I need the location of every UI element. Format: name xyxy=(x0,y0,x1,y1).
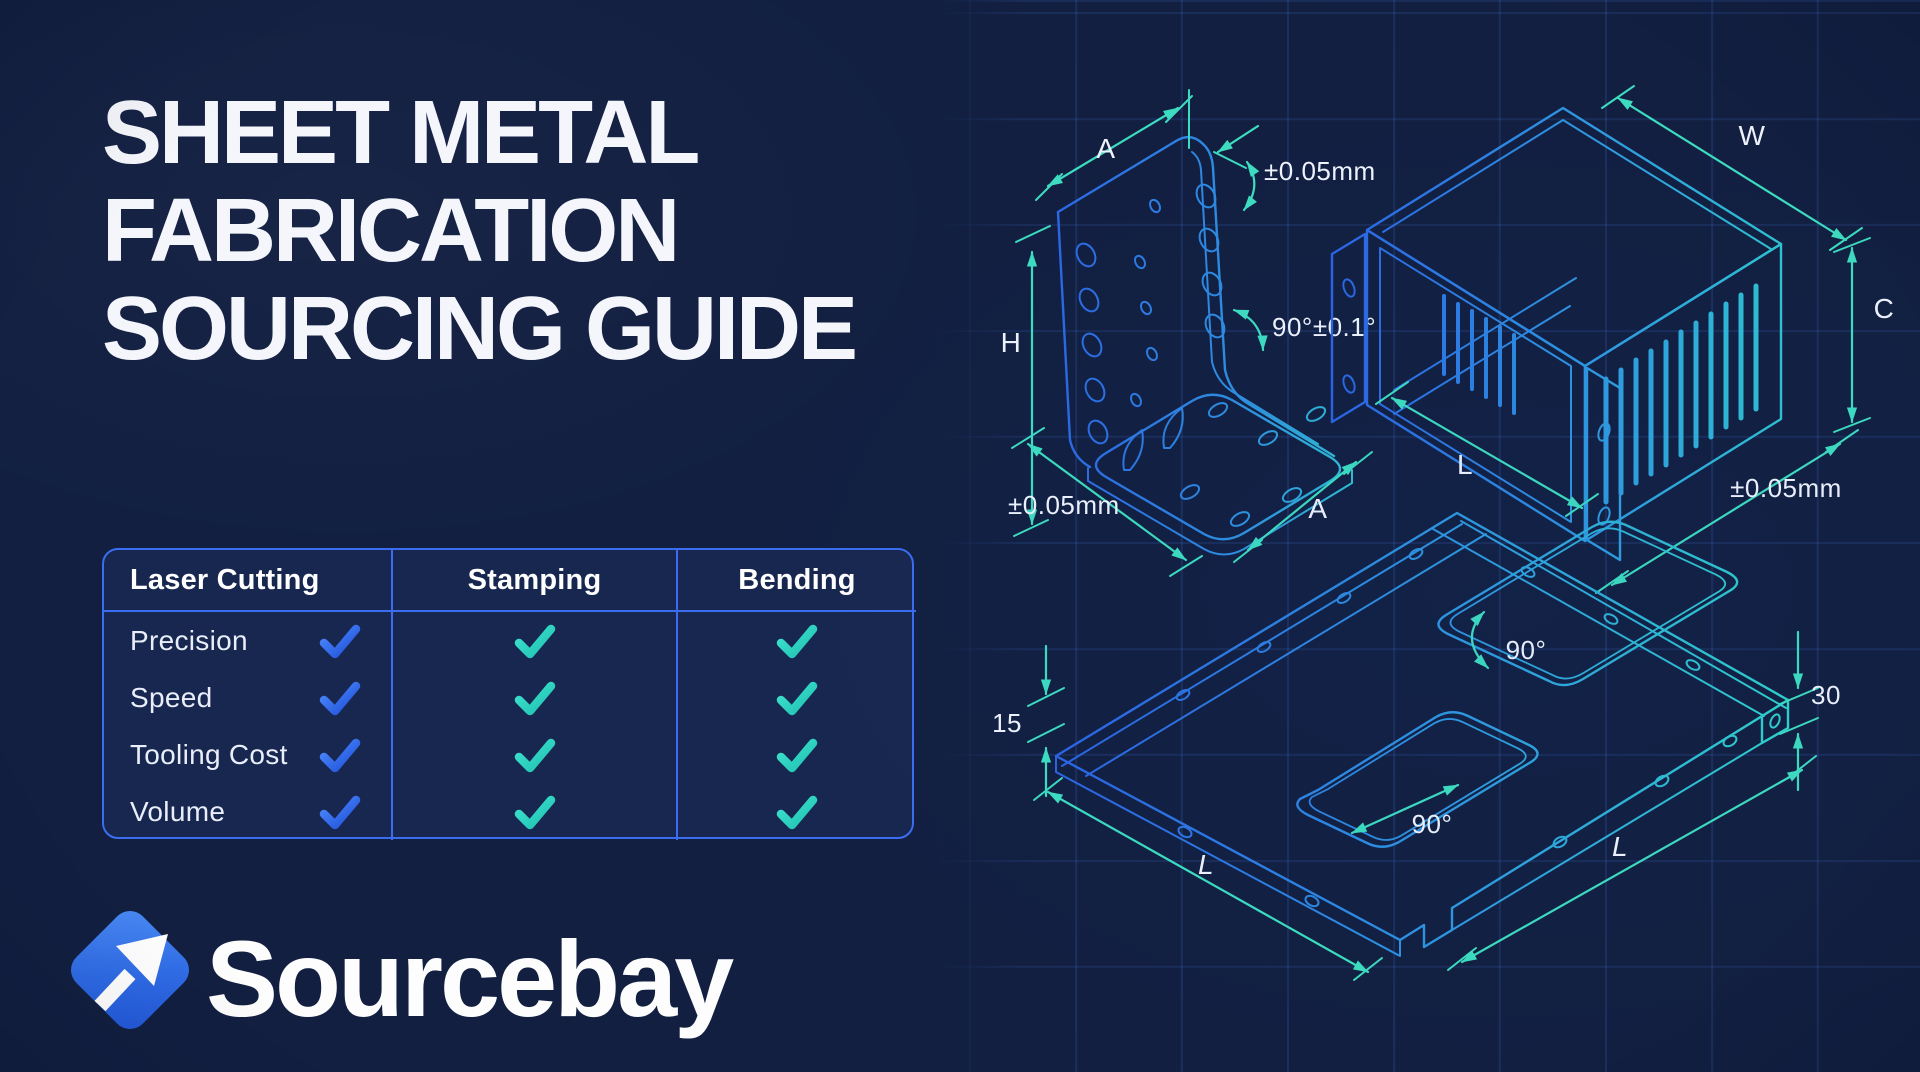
title-line-3: SOURCING GUIDE xyxy=(102,279,858,379)
bracket-dim-depth-label: A xyxy=(1308,493,1327,524)
table-header-stamping: Stamping xyxy=(393,550,678,612)
tray-angle-lower-label: 90° xyxy=(1412,809,1453,839)
table-cell-check xyxy=(678,612,916,669)
page-title: SHEET METAL FABRICATION SOURCING GUIDE xyxy=(102,83,858,379)
comparison-table: Laser Cutting Stamping Bending Precision… xyxy=(102,548,916,840)
brand-wordmark: Sourcebay xyxy=(206,918,734,1039)
enclosure-dim-length-label: L xyxy=(1457,449,1473,480)
enclosure-dim-width-label: W xyxy=(1739,120,1766,151)
criterion-label: Precision xyxy=(130,624,248,656)
criterion-label: Volume xyxy=(130,795,226,827)
bracket-tolerance-bottom-label: ±0.05mm xyxy=(1008,490,1120,520)
table-cell-check xyxy=(393,783,678,840)
bracket-dim-width-label: A xyxy=(1096,133,1115,164)
bracket-dimensions: A ±0.05mm H 90°±0.1° ±0.05mm A xyxy=(1001,89,1376,577)
table-row-tooling-cost: Tooling Cost xyxy=(104,726,393,783)
enclosure-dim-height-label: C xyxy=(1874,293,1895,324)
check-icon xyxy=(776,738,818,772)
tray-dimensions: 15 90° 30 90° L L xyxy=(992,610,1841,981)
check-icon xyxy=(514,624,555,658)
bracket-bend-angle-label: 90°±0.1° xyxy=(1272,312,1376,342)
check-icon xyxy=(514,795,555,829)
table-header-bending: Bending xyxy=(678,550,916,612)
arrow-icon xyxy=(94,934,168,1012)
check-icon xyxy=(319,681,361,715)
enclosure-dimensions: W C L ±0.05mm xyxy=(1375,85,1895,594)
check-icon xyxy=(319,738,361,772)
check-icon xyxy=(514,681,555,715)
table-cell-check xyxy=(678,783,916,840)
tray-dim-length-left-label: L xyxy=(1198,849,1214,880)
table-cell-check xyxy=(678,669,916,726)
table-row-speed: Speed xyxy=(104,669,393,726)
table-header-laser-cutting: Laser Cutting xyxy=(104,550,393,612)
check-icon xyxy=(776,681,818,715)
check-icon xyxy=(514,738,555,772)
criterion-label: Speed xyxy=(130,681,213,713)
tray-dim-edge-label: 30 xyxy=(1811,680,1841,710)
title-line-1: SHEET METAL xyxy=(102,83,700,183)
tray-drawing xyxy=(1054,511,1790,957)
check-icon xyxy=(776,624,818,658)
check-icon xyxy=(319,624,361,658)
criterion-label: Tooling Cost xyxy=(130,738,288,770)
tray-dim-flange-label: 15 xyxy=(992,708,1022,738)
enclosure-tolerance-label: ±0.05mm xyxy=(1730,473,1842,503)
bracket-tolerance-top-label: ±0.05mm xyxy=(1264,156,1376,186)
table-cell-check xyxy=(393,726,678,783)
table-cell-check xyxy=(678,726,916,783)
table-cell-check xyxy=(393,669,678,726)
sourcebay-logo-icon xyxy=(63,903,197,1037)
check-icon xyxy=(776,795,818,829)
tray-dim-length-right-label: L xyxy=(1612,831,1628,862)
bracket-dim-height-label: H xyxy=(1001,327,1022,358)
table-row-volume: Volume xyxy=(104,783,393,840)
blueprint-drawings: A ±0.05mm H 90°±0.1° ±0.05mm A xyxy=(992,85,1895,981)
table-cell-check xyxy=(393,612,678,669)
table-row-precision: Precision xyxy=(104,612,393,669)
title-line-2: FABRICATION xyxy=(102,181,680,281)
check-icon xyxy=(319,795,361,829)
enclosure-drawing xyxy=(1330,106,1783,562)
tray-angle-upper-label: 90° xyxy=(1506,635,1547,665)
